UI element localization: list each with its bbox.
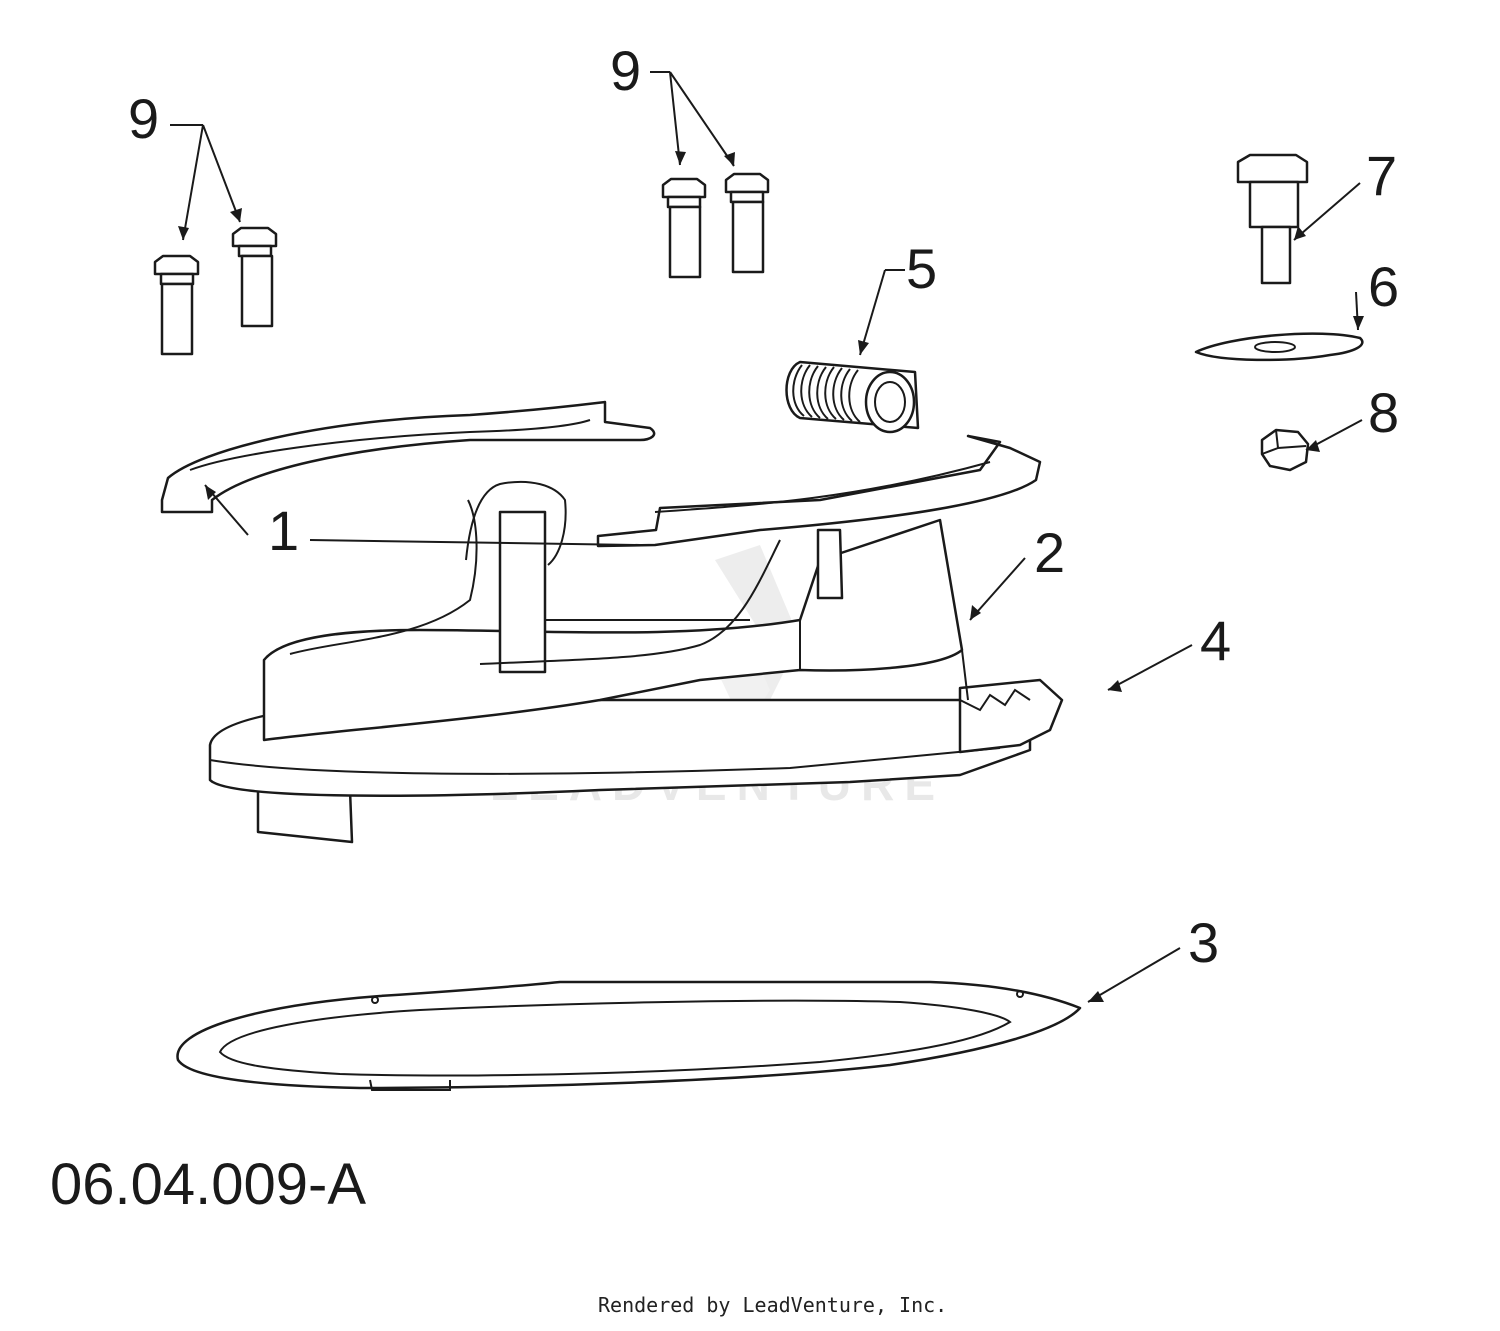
cover: [160, 400, 1042, 548]
callout-9-left: 9: [128, 87, 159, 150]
callout-7: 7: [1366, 144, 1397, 207]
callout-9-middle: 9: [610, 39, 641, 102]
arrowheads: [178, 151, 1364, 1002]
gasket: [176, 980, 1082, 1091]
callout-3: 3: [1188, 911, 1219, 974]
nut: [1260, 428, 1310, 472]
callout-8: 8: [1368, 381, 1399, 444]
callout-2: 2: [1034, 521, 1065, 584]
shoulder-bolt: [1236, 153, 1309, 285]
bolt: [231, 226, 278, 328]
bolt: [724, 172, 770, 274]
callout-5: 5: [906, 237, 937, 300]
washer: [1194, 332, 1364, 362]
callout-6: 6: [1368, 255, 1399, 318]
footer-credit: Rendered by LeadVenture, Inc.: [598, 1293, 947, 1317]
callout-1: 1: [268, 499, 299, 562]
bolt-group-middle: [661, 172, 770, 279]
spring: [785, 360, 920, 434]
figure-code: 06.04.009-A: [50, 1152, 366, 1217]
housing: [208, 480, 1064, 844]
leader-lines: [170, 71, 1363, 1003]
bolt: [153, 254, 200, 356]
bolt: [661, 177, 707, 279]
callout-4: 4: [1200, 609, 1231, 672]
bolt-group-left: [153, 226, 278, 356]
